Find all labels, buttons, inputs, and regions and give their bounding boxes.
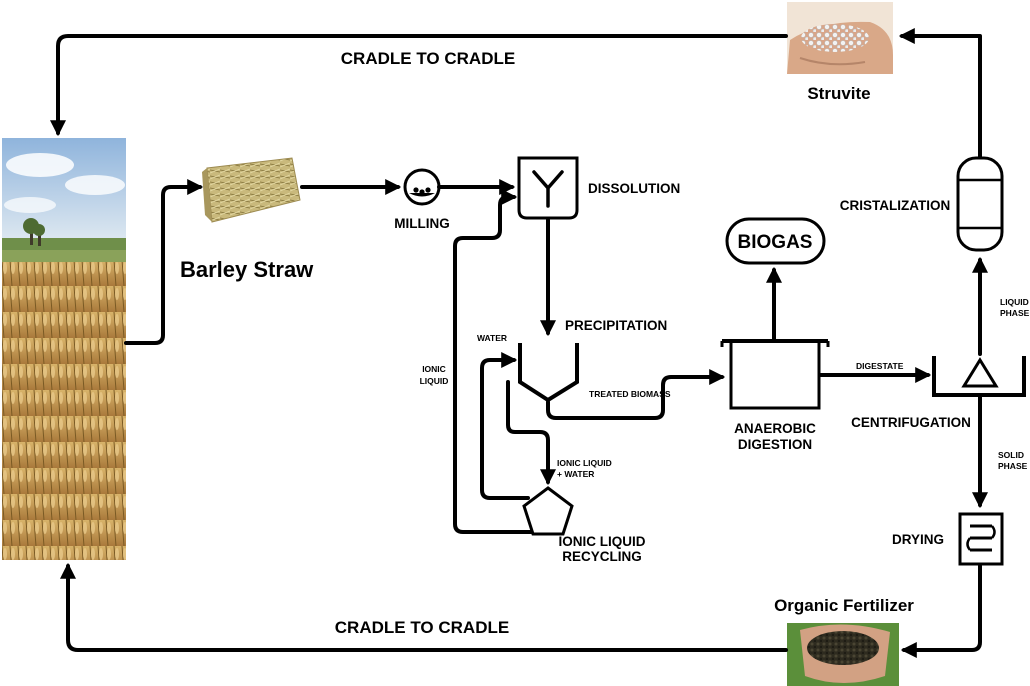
struvite-label: Struvite	[807, 84, 870, 103]
digestate-label: DIGESTATE	[856, 361, 904, 371]
ionic-liquid-water-label-line2: + WATER	[557, 469, 594, 479]
ionic-liquid-recycling-label-line1: IONIC LIQUID	[559, 534, 646, 549]
ionic-liquid-water-arrow	[506, 380, 556, 486]
milling-icon	[403, 168, 441, 206]
cradle-top-label: CRADLE TO CRADLE	[341, 49, 515, 68]
treated-biomass-label: TREATED BIOMASS	[589, 389, 671, 399]
water-label: WATER	[477, 333, 507, 343]
barley-field-photo	[2, 138, 126, 560]
drying-label: DRYING	[892, 532, 944, 547]
ionic-liquid-label-line2: LIQUID	[420, 376, 449, 386]
struvite-hand-photo	[787, 2, 893, 74]
centrifuge	[932, 356, 1026, 397]
dissolution-label: DISSOLUTION	[588, 181, 680, 196]
biogas-label: BIOGAS	[738, 232, 813, 253]
ionic-liquid-label-line1: IONIC	[422, 364, 446, 374]
ionic-liquid-water-label-line1: IONIC LIQUID	[557, 458, 612, 468]
centrifugation-label: CENTRIFUGATION	[851, 415, 971, 430]
biogas-box	[725, 217, 826, 265]
cristalization-label: CRISTALIZATION	[840, 198, 951, 213]
ionic-liquid-return-arrow	[453, 189, 533, 534]
cradle-bottom-arrow	[900, 564, 982, 658]
anaerobic-digester	[720, 339, 830, 410]
liquid-phase-label-line2: PHASE	[1000, 308, 1030, 318]
milling-label: MILLING	[394, 216, 450, 231]
cristallizer-vessel	[956, 156, 1004, 252]
ionic-liquid-recycling-label-line2: RECYCLING	[562, 549, 642, 564]
solid-phase-label-line2: PHASE	[998, 461, 1028, 471]
precipitation-vessel	[518, 343, 579, 403]
cradle-top-return	[50, 34, 788, 137]
cradle-bottom-label: CRADLE TO CRADLE	[335, 618, 509, 637]
liquid-phase-label-line1: LIQUID	[1000, 297, 1029, 307]
hay-bale-photo	[202, 157, 301, 223]
precipitation-label: PRECIPITATION	[565, 318, 667, 333]
organic-fertilizer-label: Organic Fertilizer	[774, 596, 914, 615]
organic-fertilizer-photo	[787, 623, 899, 686]
water-return-arrow	[480, 352, 530, 500]
anaerobic-digestion-label-line1: ANAEROBIC	[734, 421, 816, 436]
dissolution-vessel	[517, 156, 579, 220]
ionic-liquid-recycling-vessel	[522, 486, 574, 536]
cradle-bottom-return	[60, 562, 788, 652]
dryer-icon	[958, 512, 1004, 566]
solid-phase-label-line1: SOLID	[998, 450, 1024, 460]
straw-to-bale-arrow	[124, 179, 204, 345]
anaerobic-digestion-label-line2: DIGESTION	[738, 437, 812, 452]
cradle-top-arrow	[898, 28, 982, 162]
treated-biomass-arrow	[546, 369, 726, 420]
barley-straw-label: Barley Straw	[180, 257, 314, 282]
